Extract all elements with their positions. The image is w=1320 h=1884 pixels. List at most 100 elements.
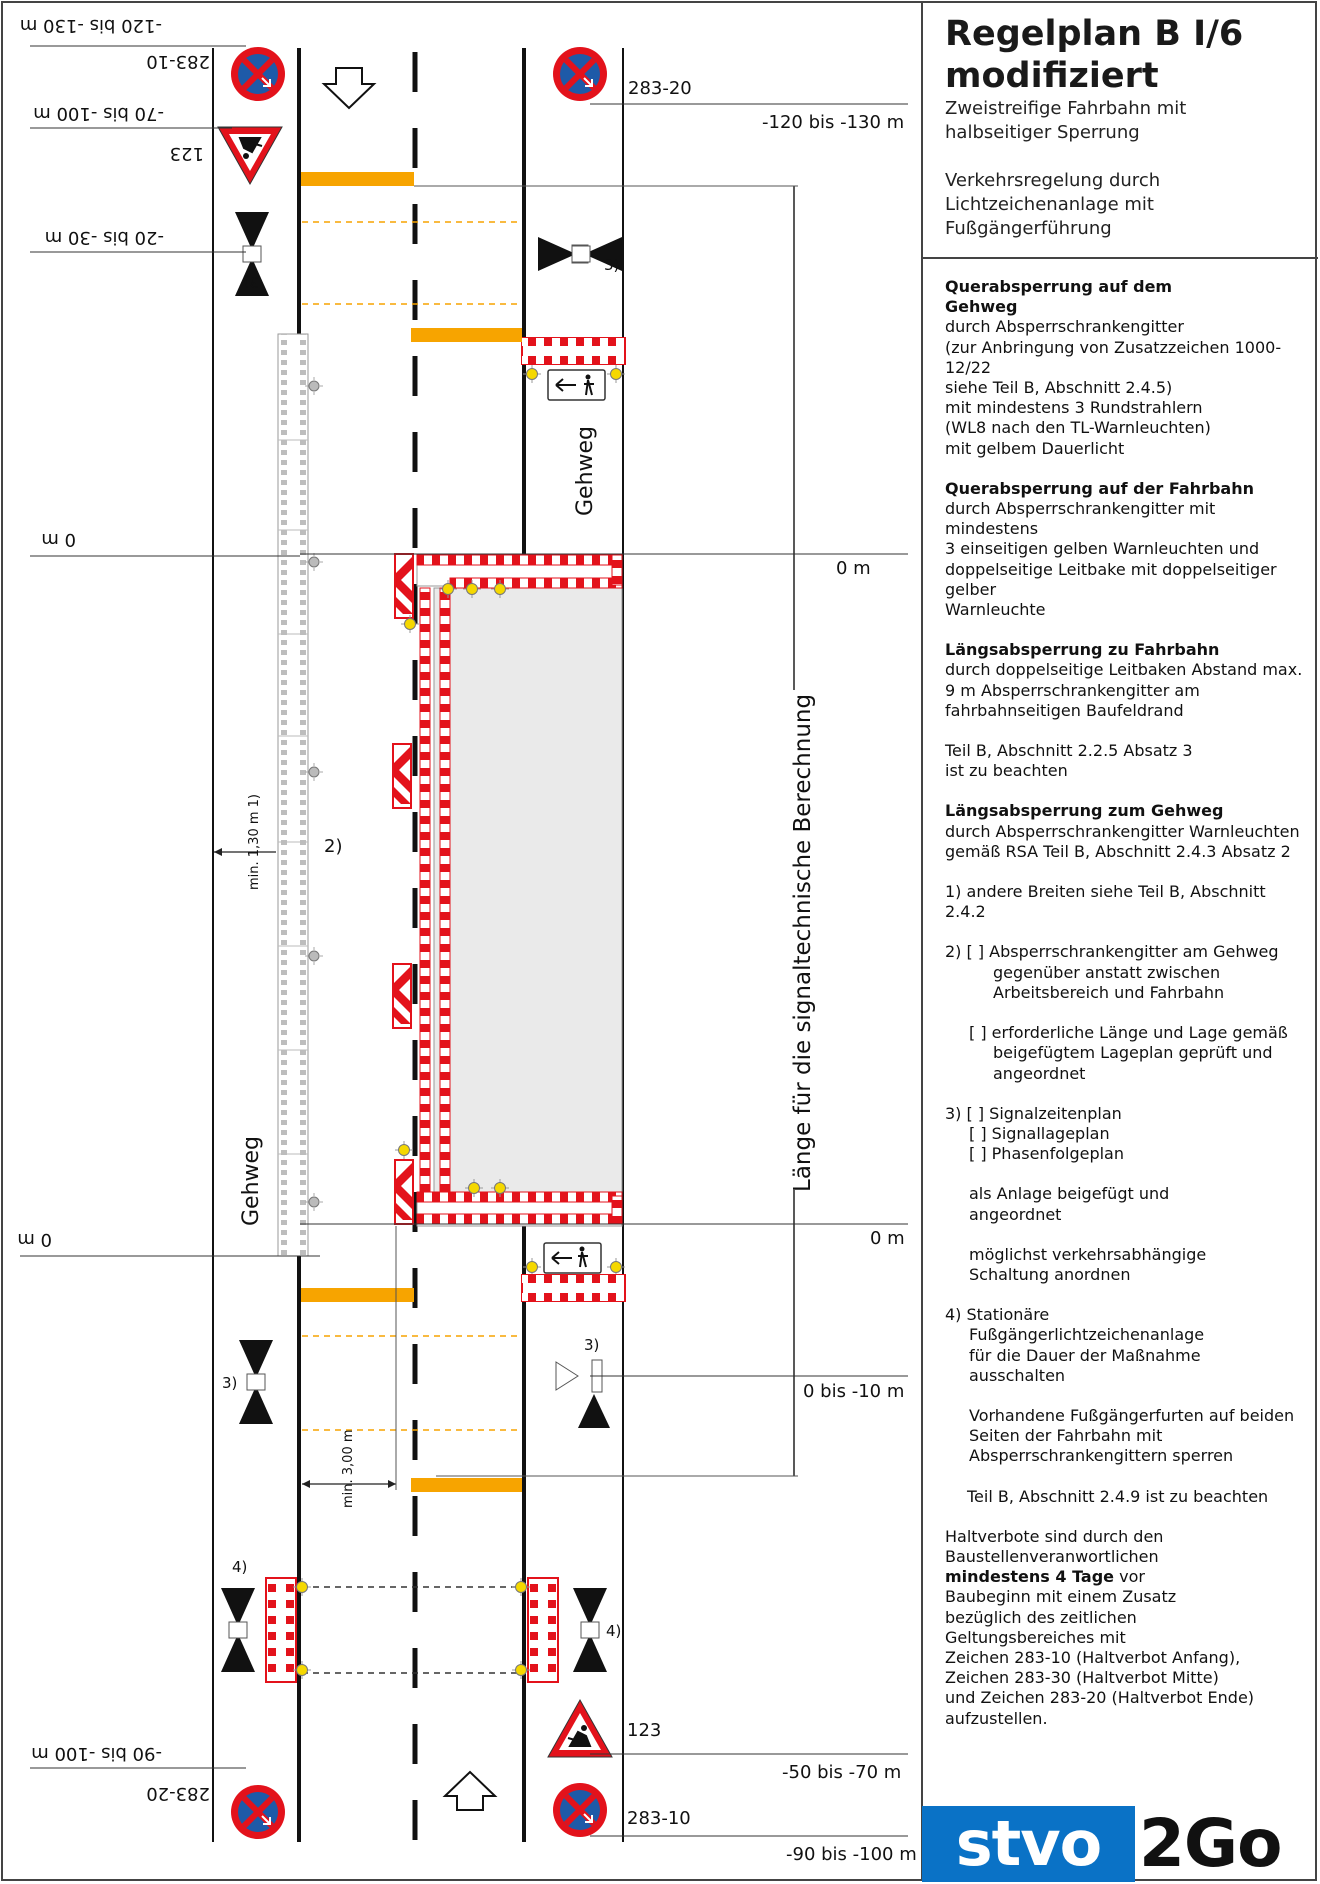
label-dist-20-30-left: -20 bis -30 m xyxy=(45,227,164,248)
title-line-2: modifiziert xyxy=(945,56,1159,96)
haltverbot-line: Baubeginn mit einem Zusatz xyxy=(945,1587,1177,1607)
note-3-line: [ ] Phasenfolgeplan xyxy=(969,1144,1124,1164)
gehweg-left: Gehweg xyxy=(239,1136,264,1226)
note-3-line: angeordnet xyxy=(969,1204,1062,1224)
label-123-bottom: 123 xyxy=(627,1720,661,1741)
label-dist-0-10: 0 bis -10 m xyxy=(803,1381,904,1402)
subtitle-3: Verkehrsregelung durch xyxy=(945,170,1161,191)
label-dist-70-100-left: -70 bis -100 m xyxy=(33,103,164,124)
note-4-line: 4) Stationäre xyxy=(945,1305,1050,1325)
subtitle-4: Lichtzeichenanlage mit xyxy=(945,194,1154,215)
label-283-10-left: 283-10 xyxy=(146,51,210,72)
label-283-10-bottom: 283-10 xyxy=(627,1808,691,1829)
note-line: mit gelbem Dauerlicht xyxy=(945,438,1125,458)
ref-3-top-left: 3) xyxy=(244,273,259,291)
note-line: durch Absperrschrankengitter mit mindest… xyxy=(945,499,1216,539)
laenge-label: Länge für die signaltechnische Berechnun… xyxy=(790,694,816,1192)
note-3-line: Schaltung anordnen xyxy=(969,1264,1131,1284)
ref-3-bottom-left: 3) xyxy=(222,1374,237,1392)
title-block: Regelplan B I/6 modifiziert Zweistreifig… xyxy=(923,1,1318,259)
min-width-lane: min. 3,00 m xyxy=(341,1429,356,1508)
note-1: 1) andere Breiten siehe Teil B, Abschnit… xyxy=(945,882,1266,922)
label-123-left: 123 xyxy=(170,143,204,164)
note-3-line: 3) [ ] Signalzeitenplan xyxy=(945,1103,1122,1123)
ref-3-top-right: 3) xyxy=(604,256,619,274)
label-zero-top-left: 0 m xyxy=(41,529,76,550)
note-line: siehe Teil B, Abschnitt 2.4.5) xyxy=(945,378,1173,398)
note-line: durch Absperrschrankengitter Warnleuchte… xyxy=(945,821,1300,841)
note-line: ist zu beachten xyxy=(945,761,1068,781)
legend-panel: Regelplan B I/6 modifiziert Zweistreifig… xyxy=(921,1,1318,1881)
logo-part-2go: 2Go xyxy=(1139,1805,1282,1882)
note-4-line: ausschalten xyxy=(969,1365,1066,1385)
haltverbot-line: Baustellenveranwortlichen xyxy=(945,1546,1159,1566)
note-3-line: möglichst verkehrsabhängige xyxy=(969,1244,1207,1264)
label-dist-90-100-right: -90 bis -100 m xyxy=(786,1844,917,1865)
ref-2: 2) xyxy=(324,836,342,857)
note-2-line: angeordnet xyxy=(993,1063,1086,1083)
note-heading: Querabsperrung auf der Fahrbahn xyxy=(945,478,1254,498)
note-line: mit mindestens 3 Rundstrahlern xyxy=(945,398,1203,418)
note-line: Teil B, Abschnitt 2.2.5 Absatz 3 xyxy=(945,741,1193,761)
min-width-sidewalk: min. 1,30 m 1) xyxy=(247,794,262,890)
note-heading: Längsabsperrung zum Gehweg xyxy=(945,801,1224,821)
note-line: 9 m Absperrschrankengitter am xyxy=(945,680,1200,700)
label-dist-50-70: -50 bis -70 m xyxy=(782,1762,901,1783)
title-line-1: Regelplan B I/6 xyxy=(945,14,1244,54)
note-line: (WL8 nach den TL-Warnleuchten) xyxy=(945,418,1211,438)
note-line: doppelseitige Leitbake mit doppelseitige… xyxy=(945,559,1277,599)
haltverbot-line: Geltungsbereiches mit xyxy=(945,1627,1126,1647)
haltverbot-line: Zeichen 283-30 (Haltverbot Mitte) xyxy=(945,1668,1219,1688)
note-3-line: als Anlage beigefügt und xyxy=(969,1184,1170,1204)
note-4-line: Vorhandene Fußgängerfurten auf beiden xyxy=(969,1405,1295,1425)
note-2-line: gegenüber anstatt zwischen xyxy=(993,962,1221,982)
note-4-line: Absperrschrankengittern sperren xyxy=(969,1446,1234,1466)
haltverbot-line: Zeichen 283-10 (Haltverbot Anfang), xyxy=(945,1647,1241,1667)
note-2-line: 2) [ ] Absperrschrankengitter am Gehweg xyxy=(945,942,1279,962)
note-line: 3 einseitigen gelben Warnleuchten und xyxy=(945,539,1260,559)
note-2-line: Arbeitsbereich und Fahrbahn xyxy=(993,982,1225,1002)
note-2-line: [ ] erforderliche Länge und Lage gemäß xyxy=(969,1023,1288,1043)
note-4-line: Fußgängerlichtzeichenanlage xyxy=(969,1325,1205,1345)
stvo2go-logo: stvo 2Go xyxy=(921,1804,1318,1882)
note-2-line: beigefügtem Lageplan geprüft und xyxy=(993,1043,1273,1063)
label-283-20-top: 283-20 xyxy=(628,78,692,99)
ref-4-right: 4) xyxy=(606,1622,621,1640)
note-line: durch doppelseitige Leitbaken Abstand ma… xyxy=(945,660,1303,680)
logo-part-stvo: stvo xyxy=(922,1806,1135,1882)
label-dist-120-130-left: -120 bis -130 m xyxy=(20,15,162,36)
haltverbot-line: mindestens 4 Tage vor xyxy=(945,1567,1310,1587)
subtitle-1: Zweistreifige Fahrbahn mit xyxy=(945,98,1187,119)
notes: Querabsperrung auf dem Gehweg durch Absp… xyxy=(923,259,1318,1729)
ref-3-bottom-right: 3) xyxy=(584,1336,599,1354)
haltverbot-line: Haltverbote sind durch den xyxy=(945,1526,1164,1546)
note-4-line: Teil B, Abschnitt 2.4.9 ist zu beachten xyxy=(967,1486,1269,1506)
note-heading: Gehweg xyxy=(945,297,1018,317)
haltverbot-emphasis: mindestens 4 Tage xyxy=(945,1567,1115,1587)
label-zero-top-right: 0 m xyxy=(836,558,871,579)
label-dist-120-130-right: -120 bis -130 m xyxy=(762,112,904,133)
note-line: fahrbahnseitigen Baufeldrand xyxy=(945,700,1184,720)
note-heading: Querabsperrung auf dem xyxy=(945,277,1173,296)
note-line: Warnleuchte xyxy=(945,600,1046,620)
subtitle-2: halbseitiger Sperrung xyxy=(945,122,1140,143)
note-heading: Längsabsperrung zu Fahrbahn xyxy=(945,640,1220,660)
haltverbot-vor: vor xyxy=(1114,1567,1145,1587)
note-3-line: [ ] Signallageplan xyxy=(969,1123,1110,1143)
note-4-line: Seiten der Fahrbahn mit xyxy=(969,1426,1163,1446)
ref-4-left: 4) xyxy=(232,1558,247,1576)
haltverbot-line: aufzustellen. xyxy=(945,1708,1048,1728)
regelplan-drawing: 283-20 -120 bis -130 m 0 m 0 m 0 bis -10… xyxy=(17,15,917,1865)
haltverbot-line: und Zeichen 283-20 (Haltverbot Ende) xyxy=(945,1688,1255,1708)
label-zero-bottom-left: 0 m xyxy=(17,1229,52,1250)
note-line: durch Absperrschrankengitter xyxy=(945,317,1184,337)
label-dist-90-100-left: -90 bis -100 m xyxy=(31,1743,162,1764)
note-4-line: für die Dauer der Maßnahme xyxy=(969,1345,1201,1365)
label-283-20-left: 283-20 xyxy=(146,1783,210,1804)
gehweg-right: Gehweg xyxy=(573,426,598,516)
subtitle-5: Fußgängerführung xyxy=(945,218,1112,239)
label-zero-bottom-right: 0 m xyxy=(870,1228,905,1249)
haltverbot-line: bezüglich des zeitlichen xyxy=(945,1607,1137,1627)
note-line: (zur Anbringung von Zusatzzeichen 1000-1… xyxy=(945,337,1282,377)
